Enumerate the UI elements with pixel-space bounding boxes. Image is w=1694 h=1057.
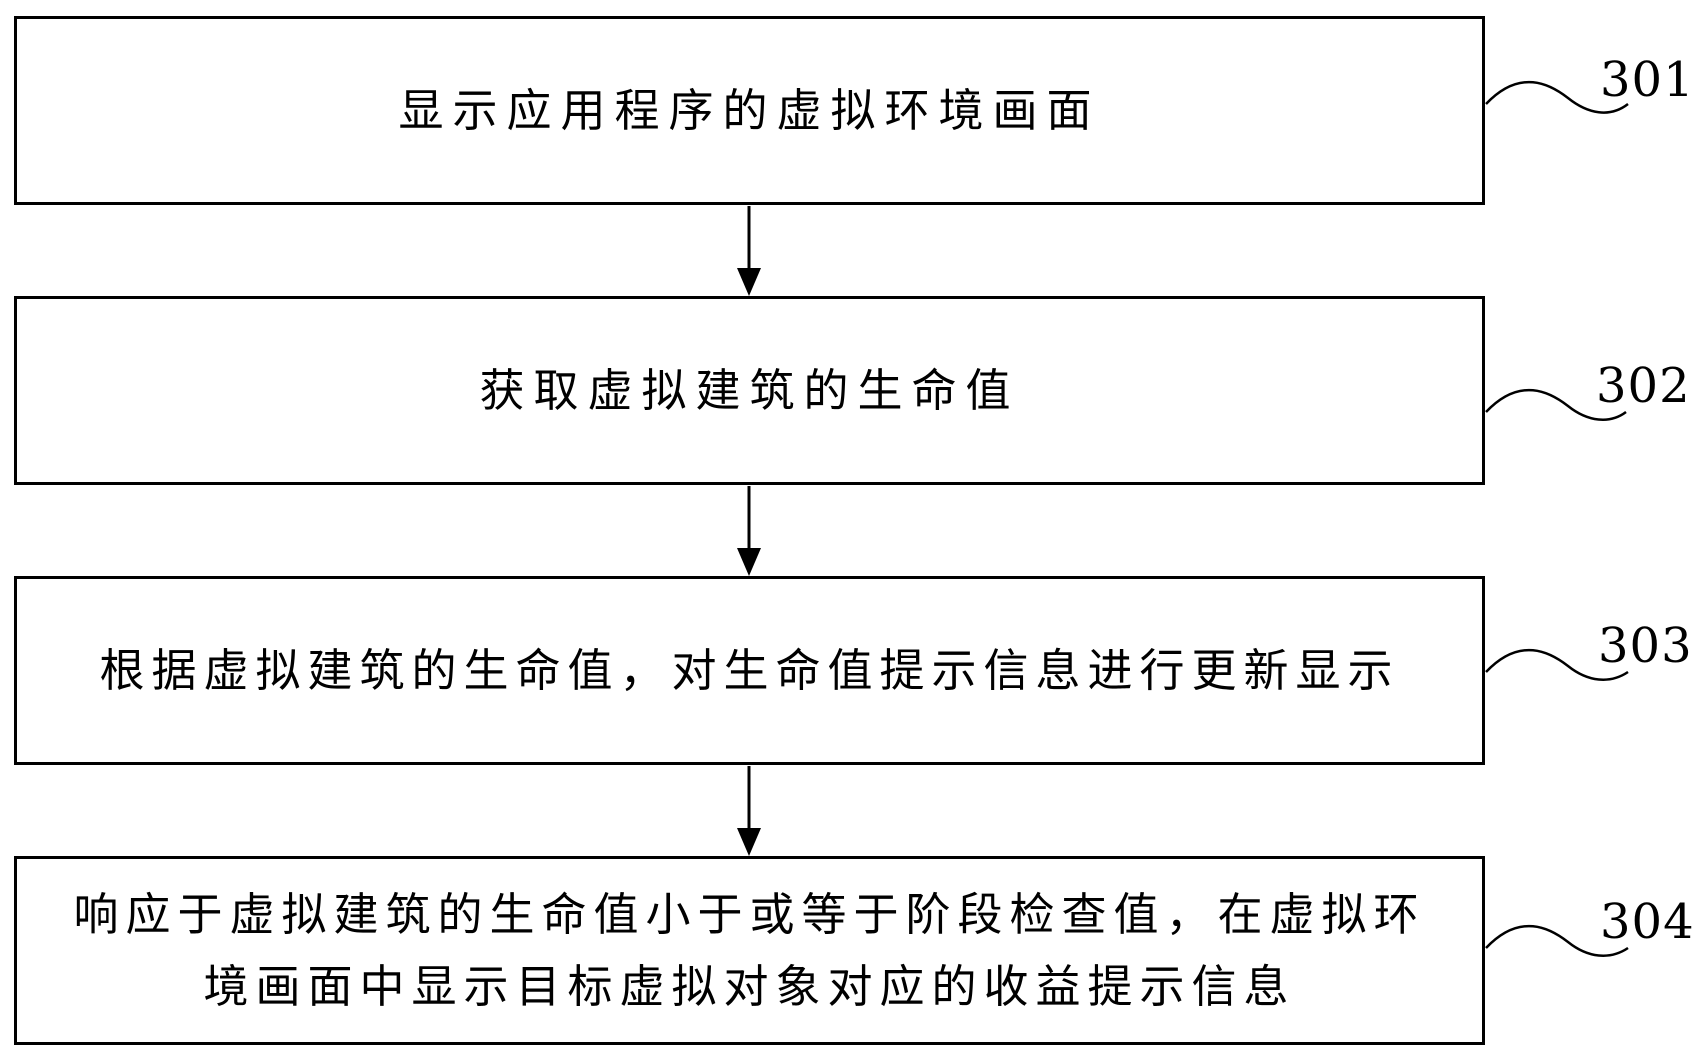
step-box-302: 获取虚拟建筑的生命值 (14, 296, 1485, 485)
step-box-303: 根据虚拟建筑的生命值，对生命值提示信息进行更新显示 (14, 576, 1485, 765)
step-box-301: 显示应用程序的虚拟环境画面 (14, 16, 1485, 205)
step-text-303: 根据虚拟建筑的生命值，对生命值提示信息进行更新显示 (99, 643, 1400, 697)
arrow-303-304 (737, 766, 761, 856)
step-label-304: 304 (1600, 894, 1694, 950)
step-text-302: 获取虚拟建筑的生命值 (479, 363, 1020, 417)
step-text-301: 显示应用程序的虚拟环境画面 (398, 83, 1101, 137)
step-label-302: 302 (1596, 358, 1691, 414)
step-box-304: 响应于虚拟建筑的生命值小于或等于阶段检查值，在虚拟环境画面中显示目标虚拟对象对应… (14, 856, 1485, 1045)
step-label-301: 301 (1600, 52, 1694, 108)
arrow-301-302 (737, 206, 761, 296)
step-label-303: 303 (1598, 618, 1693, 674)
arrow-302-303 (737, 486, 761, 576)
step-text-304: 响应于虚拟建筑的生命值小于或等于阶段检查值，在虚拟环境画面中显示目标虚拟对象对应… (73, 887, 1426, 1013)
